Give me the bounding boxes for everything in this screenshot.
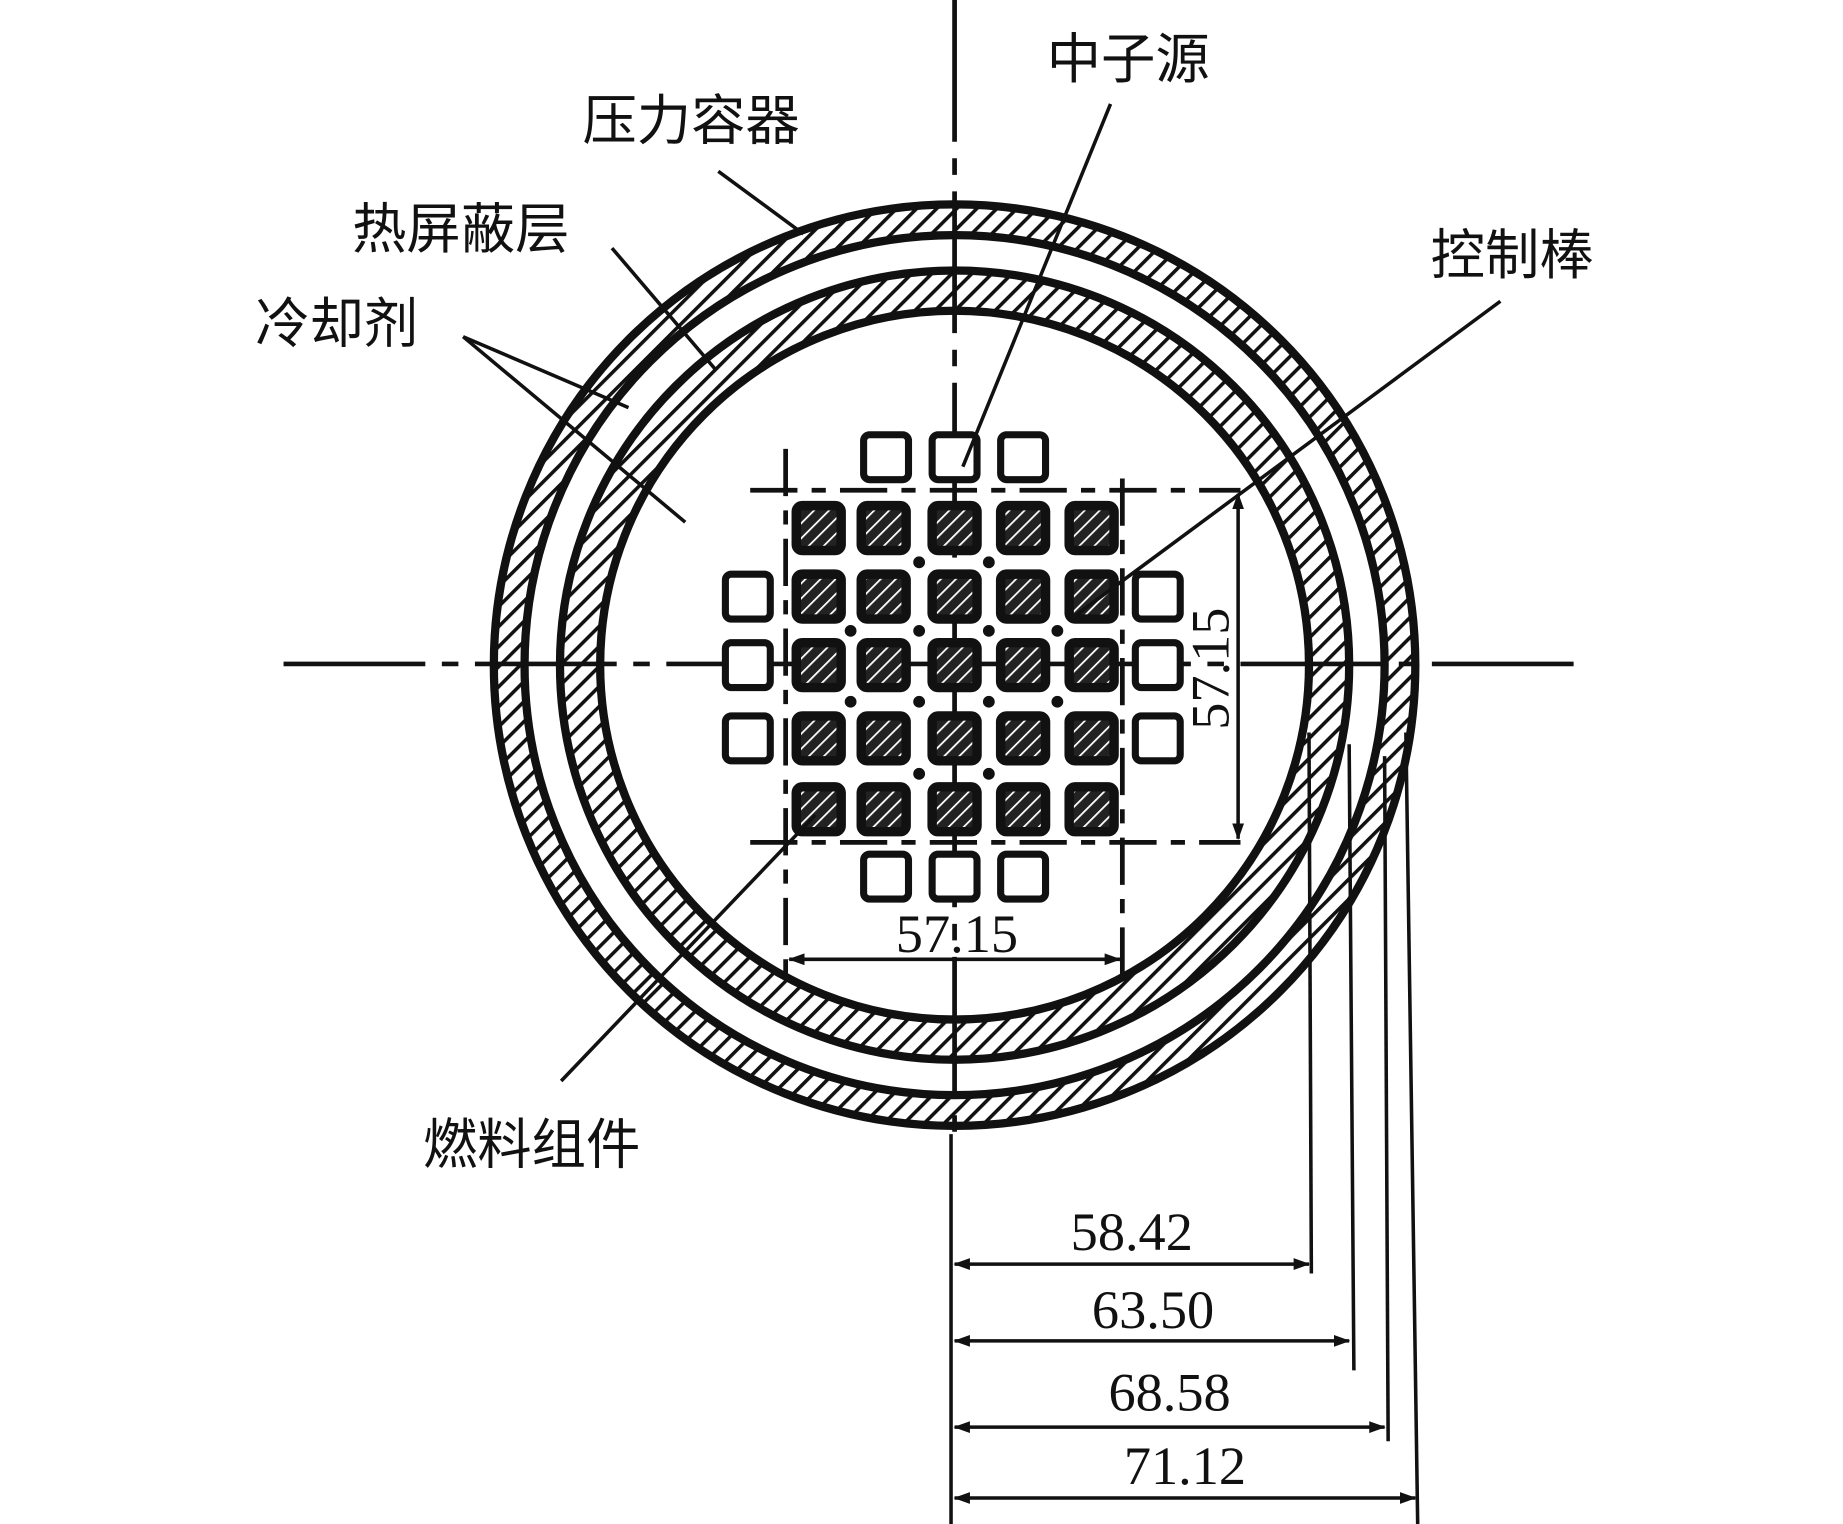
core-width-label: 57.15: [896, 904, 1018, 964]
dimension-68-58: 68.58: [1108, 1363, 1230, 1423]
control-rod: [721, 712, 774, 765]
fuel-assembly: [791, 637, 846, 693]
control-rod: [928, 431, 981, 484]
control-rod: [860, 850, 913, 903]
fuel-assembly: [856, 569, 911, 624]
fuel-assembly: [856, 782, 911, 837]
dimension-58-42: 58.42: [1071, 1202, 1193, 1262]
control-rod-positions: [721, 431, 1184, 903]
grid-dot: [982, 695, 995, 708]
fuel-assembly: [791, 782, 846, 837]
grid-dot: [913, 767, 926, 780]
grid-dot: [844, 624, 857, 637]
fuel-assembly: [995, 500, 1051, 556]
label-neutron-source: 中子源: [1047, 28, 1210, 91]
grid-dot: [844, 695, 857, 708]
control-rod: [997, 431, 1050, 484]
control-rod: [1131, 570, 1184, 623]
fuel-assembly: [1064, 782, 1119, 837]
fuel-assembly: [1064, 500, 1119, 556]
fuel-assembly: [1064, 637, 1119, 693]
grid-dot: [913, 556, 926, 569]
fuel-assembly: [995, 569, 1051, 624]
fuel-assembly: [995, 711, 1051, 766]
grid-dot: [982, 556, 995, 569]
dimension-71-12: 71.12: [1124, 1436, 1246, 1496]
fuel-assembly: [856, 711, 911, 766]
grid-dot: [982, 624, 995, 637]
control-rod: [1131, 639, 1184, 692]
control-rod: [1131, 712, 1184, 765]
grid-dots: [844, 556, 1064, 780]
core-boundary: [750, 448, 1241, 975]
grid-dot: [913, 695, 926, 708]
core-height-label: 57.15: [1181, 608, 1241, 730]
fuel-assembly: [791, 569, 846, 624]
fuel-assembly: [995, 637, 1051, 693]
fuel-assembly: [856, 500, 911, 556]
control-rod: [860, 431, 913, 484]
label-coolant: 冷却剂: [255, 293, 418, 356]
fuel-assembly: [1064, 569, 1119, 624]
fuel-assembly: [856, 637, 911, 693]
fuel-assembly: [791, 711, 846, 766]
fuel-assembly: [791, 500, 846, 556]
grid-dot: [982, 767, 995, 780]
fuel-assembly: [927, 711, 982, 766]
radial-dimensions: [949, 732, 1420, 1524]
dimension-63-50: 63.50: [1092, 1280, 1214, 1340]
fuel-assembly: [927, 569, 982, 624]
label-thermal-shield: 热屏蔽层: [352, 198, 569, 261]
fuel-assembly-grid: [791, 500, 1119, 837]
grid-dot: [1051, 624, 1064, 637]
fuel-assembly: [927, 782, 982, 837]
fuel-assembly: [927, 500, 982, 556]
grid-dot: [913, 624, 926, 637]
label-control-rod: 控制棒: [1431, 224, 1594, 287]
grid-dot: [1051, 695, 1064, 708]
fuel-assembly: [927, 637, 982, 693]
leader-lines: [461, 103, 1502, 1083]
control-rod: [997, 850, 1050, 903]
label-fuel-assembly: 燃料组件: [423, 1114, 640, 1177]
fuel-assembly: [1064, 711, 1119, 766]
fuel-assembly: [995, 782, 1051, 837]
control-rod: [721, 570, 774, 623]
control-rod: [928, 850, 981, 903]
control-rod: [721, 639, 774, 692]
label-pressure-vessel: 压力容器: [582, 89, 799, 152]
